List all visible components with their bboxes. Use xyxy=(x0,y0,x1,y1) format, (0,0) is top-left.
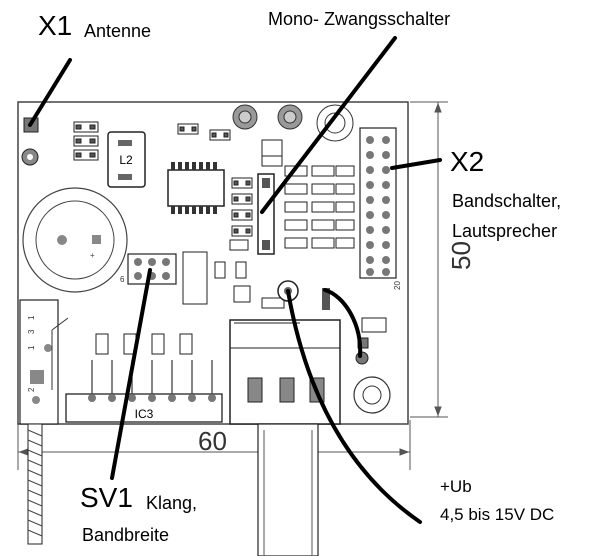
x1-antenna-pad xyxy=(21,117,39,166)
leader-lines xyxy=(28,36,442,524)
switch-leg xyxy=(27,423,43,545)
label-switch-pin-3: 3 xyxy=(27,329,36,334)
label-switch-pin-2: 2 xyxy=(27,387,36,392)
label-mono: Mono- Zwangsschalter xyxy=(268,9,451,29)
label-l2: L2 xyxy=(119,153,133,167)
label-ic3: IC3 xyxy=(135,407,154,421)
smd-parts-center-lower xyxy=(182,239,285,309)
label-ub-line1: +Ub xyxy=(440,477,472,496)
mounting-hole xyxy=(353,376,391,414)
dc-jack xyxy=(229,319,341,556)
smd-parts-top-left xyxy=(73,121,99,161)
ic3: IC3 xyxy=(65,333,223,423)
x2-connector: 20 xyxy=(359,127,402,290)
label-x1-id: X1 xyxy=(38,10,73,41)
label-sv1-line2: Bandbreite xyxy=(82,525,170,545)
label-x1-desc: Antenne xyxy=(84,21,152,41)
trimmer-potentiometers xyxy=(232,104,354,142)
svg-text:+: + xyxy=(90,251,95,260)
label-x2-line2: Lautsprecher xyxy=(452,221,558,241)
label-x2-pin: 20 xyxy=(393,281,402,290)
dimension-lines xyxy=(17,101,448,470)
mono-switch xyxy=(257,173,275,255)
label-x2-line1: Bandschalter, xyxy=(452,191,562,211)
label-sv1-id: SV1 xyxy=(80,482,133,513)
label-x2-id: X2 xyxy=(450,146,485,177)
dimension-width: 60 xyxy=(198,426,227,456)
label-sv1-pin: 6 xyxy=(120,275,125,284)
dimension-height: 50 xyxy=(446,241,476,270)
main-ic xyxy=(167,162,225,214)
coil-l2: L2 xyxy=(107,131,146,188)
label-sv1-line1: Klang, xyxy=(146,493,198,513)
smd-grid-right xyxy=(284,165,355,249)
label-switch-pin-1: 1 xyxy=(27,315,36,320)
label-ub-line2: 4,5 bis 15V DC xyxy=(440,505,555,524)
left-switch: 1 3 1 2 xyxy=(19,299,69,425)
smd-parts-middle xyxy=(177,123,283,237)
large-capacitor-outline: + xyxy=(22,187,128,293)
label-switch-pin-1b: 1 xyxy=(27,345,36,350)
sv1-header: 6 xyxy=(120,253,177,285)
